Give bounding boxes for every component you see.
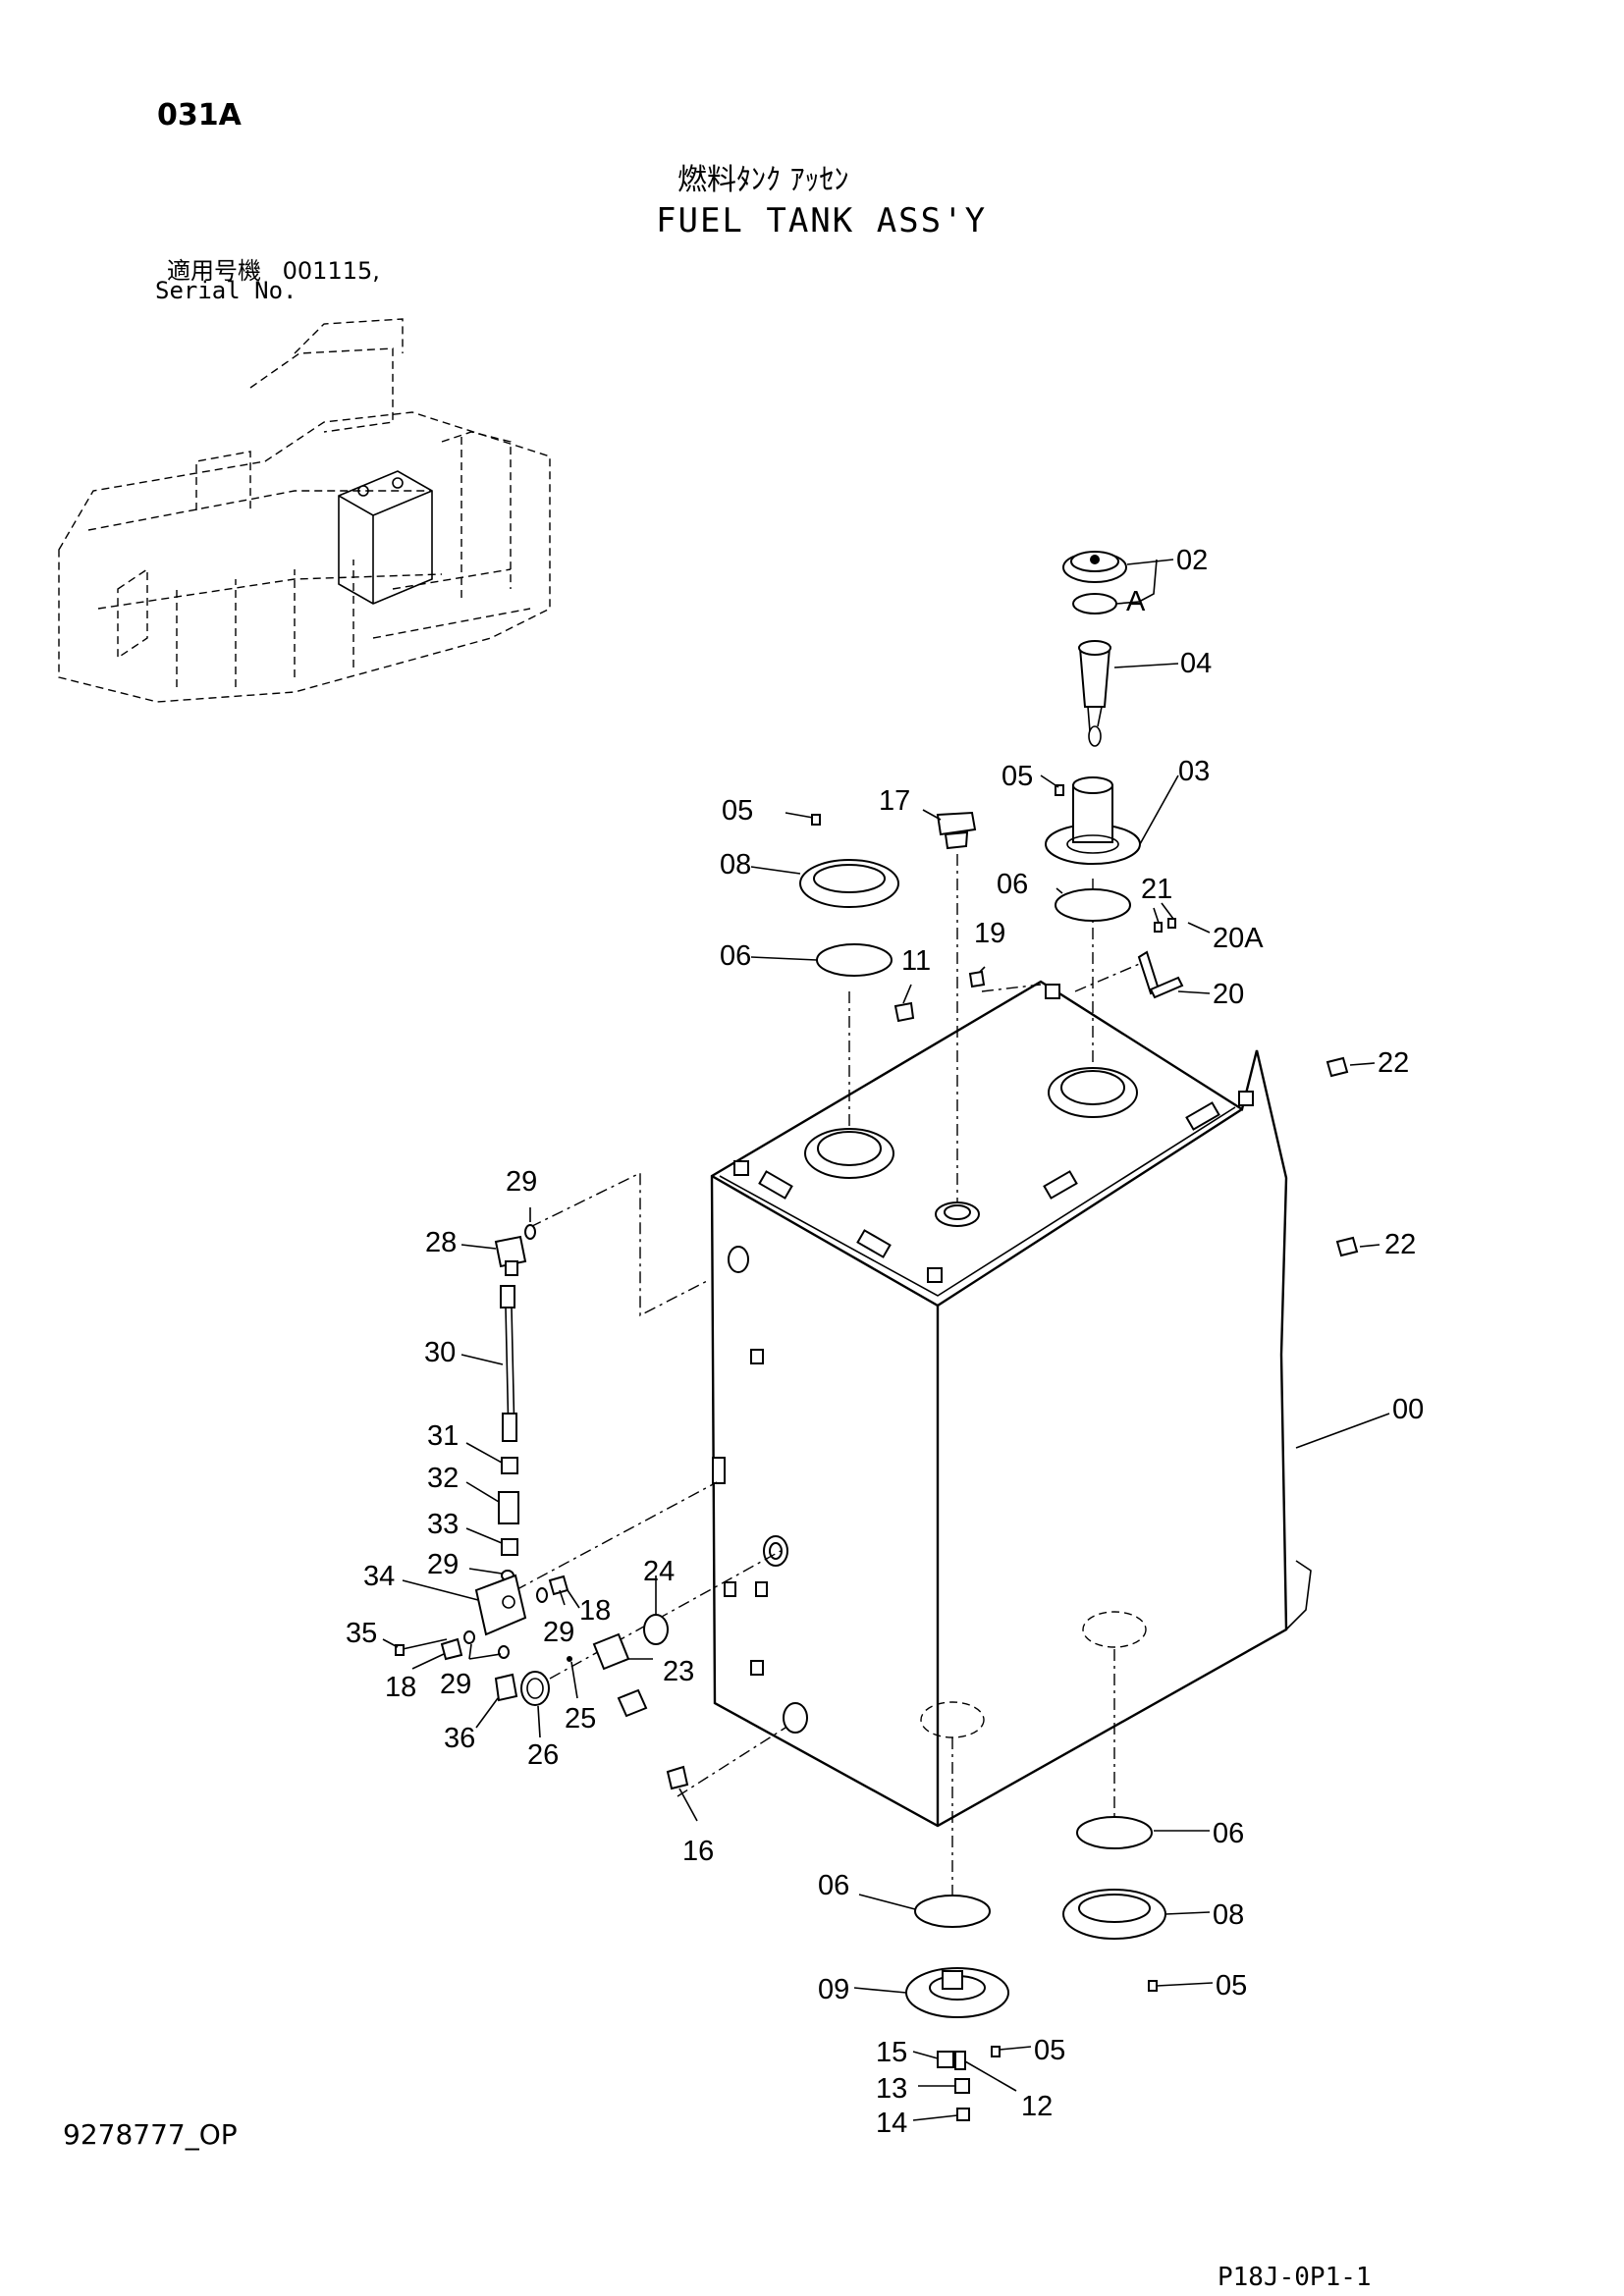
callout-29-right: 29	[543, 1617, 574, 1648]
serial-value: 001115,	[282, 257, 380, 285]
callout-18-right: 18	[579, 1595, 611, 1627]
callout-30: 30	[424, 1337, 456, 1368]
callout-25: 25	[565, 1703, 596, 1735]
callout-labels: 02 A 04 03 05 05 17 08 06 21 19 20A 06 1…	[346, 545, 1424, 2139]
callout-23: 23	[663, 1656, 694, 1687]
callout-16: 16	[682, 1836, 714, 1867]
serial-row-jp: 適用号機 001115,	[167, 251, 380, 286]
callout-06-top-left: 06	[720, 940, 751, 972]
serial-label-jp: 適用号機	[167, 257, 261, 285]
callout-20A: 20A	[1213, 923, 1264, 954]
callout-04: 04	[1180, 648, 1212, 679]
callout-08-top: 08	[720, 849, 751, 881]
callout-29-mid: 29	[427, 1549, 459, 1580]
callout-31: 31	[427, 1420, 459, 1452]
machine-overview-sketch	[58, 318, 551, 703]
callout-05-top-left: 05	[722, 795, 753, 827]
callout-36: 36	[444, 1723, 475, 1754]
callout-06-bottom-left: 06	[818, 1870, 849, 1901]
title-japanese: 燃料ﾀﾝｸ ｱｯｾﾝ	[677, 163, 849, 197]
callout-06-top-right: 06	[997, 869, 1028, 900]
callout-22-upper: 22	[1378, 1047, 1409, 1079]
callout-05-top-right: 05	[1001, 761, 1033, 792]
callout-29-top: 29	[506, 1166, 537, 1198]
callout-A: A	[1126, 586, 1146, 617]
top-parts	[799, 551, 1359, 1257]
callout-09: 09	[818, 1974, 849, 2005]
callout-17: 17	[879, 785, 910, 817]
hose-and-valve-parts	[395, 1224, 689, 1790]
callout-32: 32	[427, 1463, 459, 1494]
page-reference: P18J-0P1-1	[1218, 2263, 1372, 2292]
callout-02: 02	[1176, 545, 1208, 576]
callout-20: 20	[1213, 979, 1244, 1010]
callout-18-left: 18	[385, 1672, 416, 1703]
callout-11: 11	[901, 945, 931, 977]
title-english: FUEL TANK ASS'Y	[656, 201, 988, 240]
bottom-parts	[905, 1816, 1166, 2121]
callout-00: 00	[1392, 1394, 1424, 1425]
callout-24: 24	[643, 1556, 675, 1587]
callout-05-bottom-right: 05	[1216, 1970, 1247, 2002]
leader-lines	[382, 559, 1390, 2121]
callout-35: 35	[346, 1618, 377, 1649]
callout-26: 26	[527, 1739, 559, 1771]
callout-05-bottom: 05	[1034, 2035, 1065, 2066]
callout-34: 34	[363, 1561, 395, 1592]
fuel-tank-body	[710, 980, 1312, 1828]
callout-29-bottom: 29	[440, 1669, 471, 1700]
callout-08-bottom: 08	[1213, 1899, 1244, 1931]
callout-14: 14	[876, 2108, 907, 2139]
callout-15: 15	[876, 2037, 907, 2068]
serial-label-en: Serial No.	[155, 277, 298, 304]
callout-12: 12	[1021, 2091, 1053, 2122]
callout-21: 21	[1141, 874, 1172, 905]
callout-19: 19	[974, 918, 1005, 949]
callout-33: 33	[427, 1509, 459, 1540]
assembly-centerlines	[514, 854, 1145, 1899]
document-id: 9278777_OP	[63, 2118, 238, 2151]
callout-03: 03	[1178, 756, 1210, 787]
callout-22-lower: 22	[1384, 1229, 1416, 1260]
callout-13: 13	[876, 2073, 907, 2105]
callout-06-bottom-right: 06	[1213, 1818, 1244, 1849]
page-code: 031A	[157, 98, 242, 133]
callout-28: 28	[425, 1227, 457, 1258]
